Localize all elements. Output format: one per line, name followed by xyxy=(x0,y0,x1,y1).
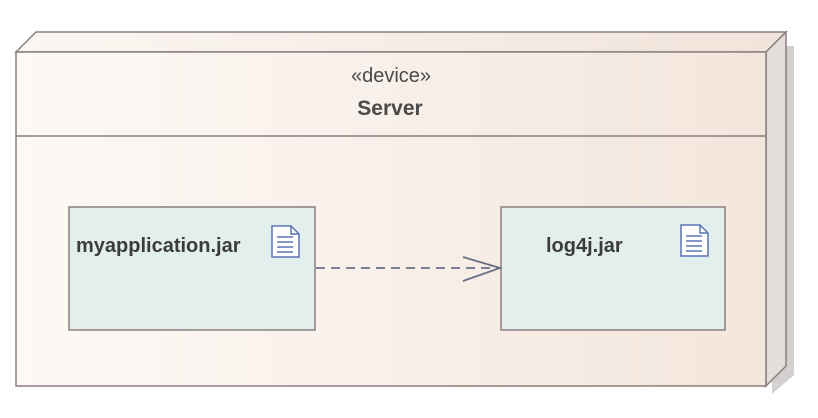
artifact-log4j[interactable]: log4j.jar xyxy=(500,206,726,331)
artifact-name: myapplication.jar xyxy=(76,235,241,257)
node-side-face xyxy=(765,30,787,388)
document-icon xyxy=(680,224,709,257)
artifact-name: log4j.jar xyxy=(546,235,623,257)
node-top-face xyxy=(14,31,788,53)
open-arrowhead xyxy=(462,256,503,282)
document-icon xyxy=(271,225,300,258)
artifact-myapplication[interactable]: myapplication.jar xyxy=(68,206,316,331)
dependency-arrow[interactable] xyxy=(316,256,503,282)
node-name: Server xyxy=(357,97,422,120)
node-stereotype: «device» xyxy=(351,65,431,87)
